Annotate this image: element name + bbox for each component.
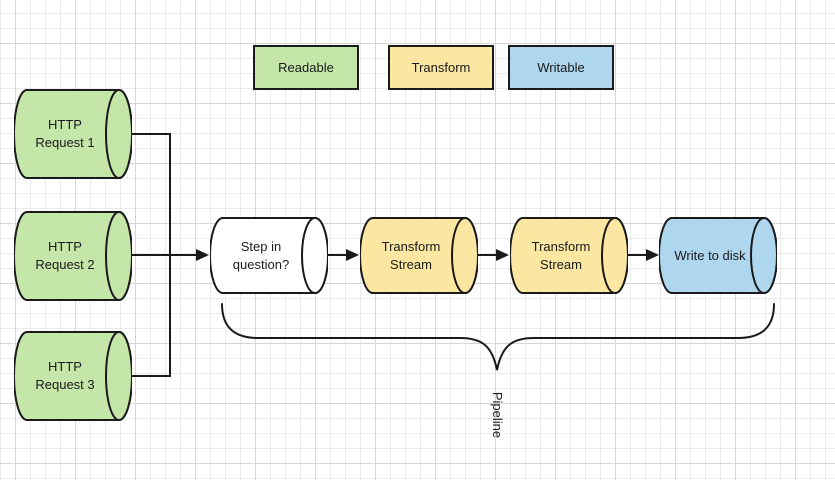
node-http-request-1[interactable]: HTTP Request 1 (14, 89, 132, 179)
node-http-request-3[interactable]: HTTP Request 3 (14, 331, 132, 421)
node-step-in-question[interactable]: Step in question? (210, 217, 328, 294)
cylinder-cap (105, 331, 132, 421)
cylinder-cap (601, 217, 628, 294)
node-label: Transform Stream (531, 238, 591, 272)
legend-label: Readable (278, 60, 334, 75)
node-label: Step in question? (232, 238, 290, 272)
elbow-connector-sources[interactable] (132, 133, 171, 377)
cylinder-cap (105, 89, 132, 179)
legend-writable[interactable]: Writable (508, 45, 614, 90)
node-label: Transform Stream (381, 238, 441, 272)
node-label: HTTP Request 1 (35, 117, 95, 150)
legend-label: Transform (411, 60, 471, 75)
node-http-request-2[interactable]: HTTP Request 2 (14, 211, 132, 301)
pipeline-brace-label: Pipeline (490, 391, 506, 439)
arrowhead-icon (196, 249, 209, 261)
node-transform-stream-1[interactable]: Transform Stream (360, 217, 478, 294)
arrowhead-icon (496, 249, 509, 261)
node-label: Write to disk (674, 247, 746, 263)
legend-readable[interactable]: Readable (253, 45, 359, 90)
pipeline-brace[interactable] (221, 303, 775, 371)
cylinder-cap (451, 217, 478, 294)
node-transform-stream-2[interactable]: Transform Stream (510, 217, 628, 294)
cylinder-cap (105, 211, 132, 301)
legend-transform[interactable]: Transform (388, 45, 494, 90)
arrowhead-icon (346, 249, 359, 261)
node-write-to-disk[interactable]: Write to disk (659, 217, 777, 294)
legend-label: Writable (537, 60, 585, 75)
node-label: HTTP Request 2 (35, 239, 95, 272)
cylinder-cap (750, 217, 777, 294)
node-label: HTTP Request 3 (35, 359, 95, 392)
cylinder-cap (301, 217, 328, 294)
arrowhead-icon (646, 249, 659, 261)
